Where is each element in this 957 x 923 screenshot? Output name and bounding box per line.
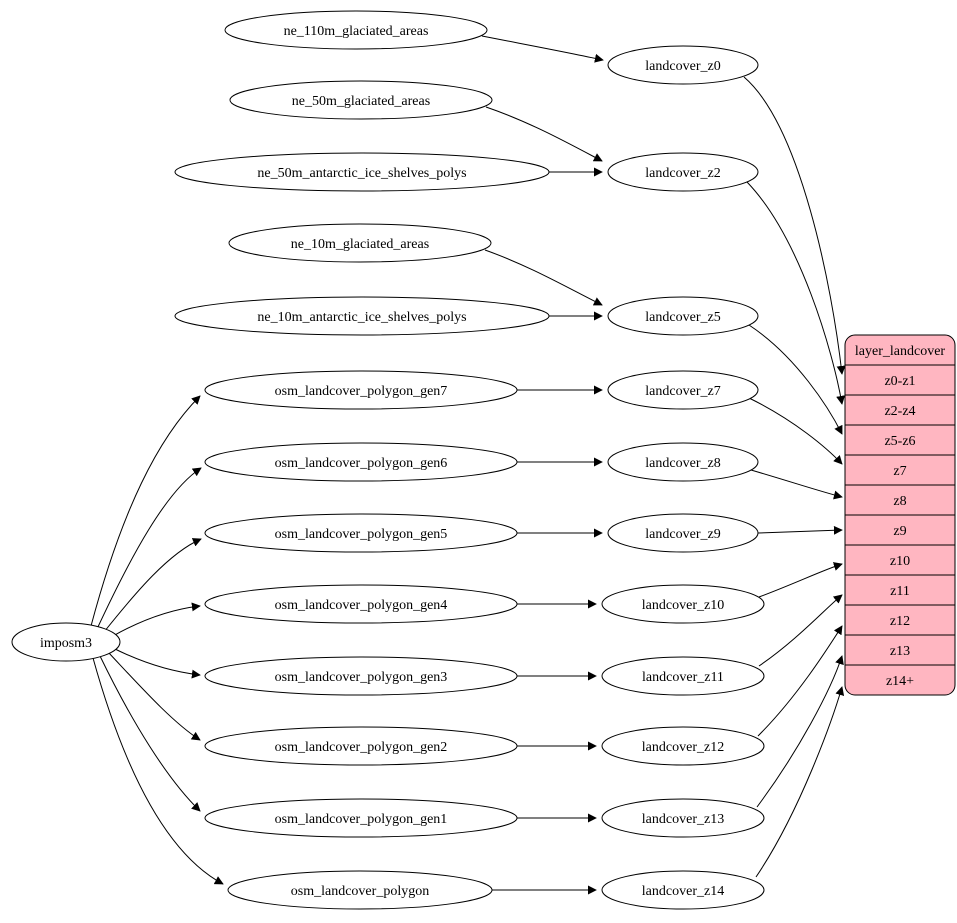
node-label-osm-landcover-polygon-gen6: osm_landcover_polygon_gen6	[275, 456, 448, 471]
node-label-ne-50m-antarctic-ice-shelves-polys: ne_50m_antarctic_ice_shelves_polys	[257, 166, 466, 181]
node-label-osm-landcover-polygon-gen7: osm_landcover_polygon_gen7	[275, 384, 448, 399]
edge-imposm3-gen2	[107, 651, 201, 741]
node-label-osm-landcover-polygon-gen5: osm_landcover_polygon_gen5	[275, 527, 448, 542]
node-label-landcover-z5: landcover_z5	[645, 310, 720, 325]
edge-imposm3-gen6	[96, 467, 202, 630]
node-label-landcover-z2: landcover_z2	[645, 166, 720, 181]
node-label-ne-10m-antarctic-ice-shelves-polys: ne_10m_antarctic_ice_shelves_polys	[257, 310, 466, 325]
node-label-osm-landcover-polygon-gen1: osm_landcover_polygon_gen1	[275, 812, 448, 827]
node-landcover-z12: landcover_z12	[601, 726, 765, 766]
record-row-z12: z12	[890, 614, 910, 629]
node-landcover-z10: landcover_z10	[601, 584, 765, 624]
node-osm-landcover-polygon-gen1: osm_landcover_polygon_gen1	[204, 798, 518, 838]
edge-z7-row	[748, 397, 843, 465]
edge-ne110-z0	[481, 35, 604, 63]
record-row-z0-z1: z0-z1	[884, 374, 915, 389]
layer-landcover-record: layer_landcover z0-z1 z2-z4 z5-z6 z7 z8 …	[844, 334, 956, 696]
edge-imposm3-gen3	[112, 647, 201, 679]
edge-z14-row	[755, 686, 845, 878]
node-osm-landcover-polygon-gen2: osm_landcover_polygon_gen2	[204, 726, 518, 766]
edge-imposm3-polygon	[92, 657, 224, 885]
node-landcover-z0: landcover_z0	[607, 45, 759, 85]
node-label-osm-landcover-polygon-gen2: osm_landcover_polygon_gen2	[275, 740, 448, 755]
record-row-z9: z9	[893, 524, 906, 539]
edge-imposm3-gen7	[90, 395, 201, 627]
node-landcover-z14: landcover_z14	[601, 870, 765, 910]
node-label-ne-50m-glaciated-areas: ne_50m_glaciated_areas	[292, 94, 430, 109]
edge-z12-row	[757, 625, 843, 737]
node-label-landcover-z8: landcover_z8	[645, 456, 720, 471]
node-label-landcover-z11: landcover_z11	[642, 670, 724, 685]
edge-z13-row	[756, 655, 844, 808]
node-label-landcover-z13: landcover_z13	[642, 812, 724, 827]
edge-imposm3-gen5	[103, 538, 202, 633]
node-ne-50m-glaciated-areas: ne_50m_glaciated_areas	[229, 80, 493, 120]
record-row-z2-z4: z2-z4	[884, 404, 915, 419]
edge-z11-row	[758, 594, 843, 667]
node-label-landcover-z9: landcover_z9	[645, 527, 720, 542]
node-ne-50m-antarctic-ice-shelves-polys: ne_50m_antarctic_ice_shelves_polys	[174, 152, 550, 192]
node-imposm3: imposm3	[11, 622, 121, 662]
edge-z2-row	[746, 181, 846, 405]
node-osm-landcover-polygon-gen7: osm_landcover_polygon_gen7	[204, 370, 518, 410]
node-ne-10m-antarctic-ice-shelves-polys: ne_10m_antarctic_ice_shelves_polys	[174, 296, 550, 336]
node-label-ne-110m-glaciated-areas: ne_110m_glaciated_areas	[284, 24, 429, 39]
record-row-z14plus: z14+	[886, 674, 914, 689]
edge-z10-row	[758, 562, 843, 598]
node-landcover-z5: landcover_z5	[607, 296, 759, 336]
node-osm-landcover-polygon-gen3: osm_landcover_polygon_gen3	[204, 656, 518, 696]
record-row-z5-z6: z5-z6	[884, 434, 915, 449]
node-osm-landcover-polygon-gen6: osm_landcover_polygon_gen6	[204, 442, 518, 482]
node-ne-10m-glaciated-areas: ne_10m_glaciated_areas	[228, 223, 492, 263]
edge-z5-row	[748, 324, 843, 435]
node-osm-landcover-polygon-gen4: osm_landcover_polygon_gen4	[204, 584, 518, 624]
node-osm-landcover-polygon: osm_landcover_polygon	[227, 870, 493, 910]
edges-group	[90, 35, 846, 895]
edge-ne50g-z2	[485, 106, 603, 162]
node-label-imposm3: imposm3	[40, 636, 92, 651]
node-label-osm-landcover-polygon: osm_landcover_polygon	[291, 884, 429, 899]
edge-z9-row	[757, 525, 843, 535]
node-label-landcover-z7: landcover_z7	[645, 384, 720, 399]
node-landcover-z2: landcover_z2	[607, 152, 759, 192]
node-landcover-z13: landcover_z13	[601, 798, 765, 838]
record-row-z13: z13	[890, 644, 910, 659]
edge-imposm3-gen4	[112, 602, 201, 637]
node-label-ne-10m-glaciated-areas: ne_10m_glaciated_areas	[291, 237, 429, 252]
node-label-osm-landcover-polygon-gen3: osm_landcover_polygon_gen3	[275, 670, 448, 685]
node-landcover-z7: landcover_z7	[607, 370, 759, 410]
record-row-z8: z8	[893, 494, 906, 509]
record-row-z7: z7	[893, 464, 906, 479]
edge-ne10g-z5	[484, 249, 603, 306]
node-ne-110m-glaciated-areas: ne_110m_glaciated_areas	[224, 10, 488, 50]
node-landcover-z8: landcover_z8	[607, 442, 759, 482]
node-label-landcover-z10: landcover_z10	[642, 598, 724, 613]
node-label-landcover-z0: landcover_z0	[645, 59, 720, 74]
edge-z8-row	[750, 469, 843, 500]
node-label-landcover-z12: landcover_z12	[642, 740, 724, 755]
node-landcover-z11: landcover_z11	[601, 656, 765, 696]
record-row-z10: z10	[890, 554, 910, 569]
record-row-z11: z11	[890, 584, 910, 599]
node-osm-landcover-polygon-gen5: osm_landcover_polygon_gen5	[204, 513, 518, 553]
node-label-landcover-z14: landcover_z14	[642, 884, 724, 899]
node-landcover-z9: landcover_z9	[607, 513, 759, 553]
record-title: layer_landcover	[855, 344, 946, 359]
node-label-osm-landcover-polygon-gen4: osm_landcover_polygon_gen4	[275, 598, 448, 613]
edge-z0-row	[743, 76, 846, 375]
edge-imposm3-gen1	[99, 655, 201, 812]
